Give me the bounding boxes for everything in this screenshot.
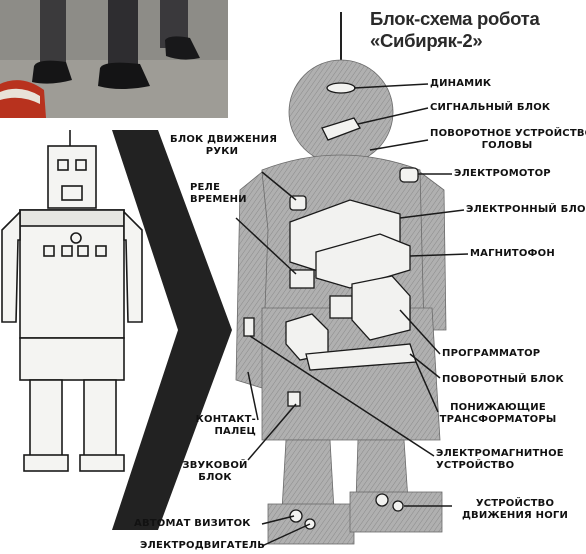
label-programmer: программатор <box>442 348 540 360</box>
label-arm-motion: блок движения руки <box>170 134 274 158</box>
label-leg-motion-line-2: движения ноги <box>454 510 576 522</box>
label-sound-block-line-1: звуковой <box>180 460 250 472</box>
label-speaker: динамик <box>430 78 491 90</box>
label-electronic-block: электронный блок <box>466 204 586 216</box>
label-leg-motion-line-1: устройство <box>454 498 576 510</box>
label-time-relay: реле времени <box>190 182 247 206</box>
label-rotary-block: поворотный блок <box>442 374 564 386</box>
label-time-relay-line-2: времени <box>190 194 247 206</box>
robot-sketch <box>2 130 142 471</box>
label-contact-finger-line-2: палец <box>178 426 256 438</box>
label-transformers-line-1: понижающие <box>432 402 564 414</box>
label-tape-recorder: магнитофон <box>470 248 555 260</box>
label-electromagnetic: электромагнитное устройство <box>436 448 564 472</box>
label-transformers: понижающие трансформаторы <box>432 402 564 426</box>
label-card-automat: автомат визиток <box>134 518 251 530</box>
label-head-rotator-line-2: головы <box>430 140 584 152</box>
label-time-relay-line-1: реле <box>190 182 247 194</box>
label-leg-motion: устройство движения ноги <box>454 498 576 522</box>
title-line-2: «Сибиряк-2» <box>370 30 584 52</box>
label-sound-block: звуковой блок <box>180 460 250 484</box>
label-arm-motion-line-2: руки <box>170 146 274 158</box>
label-contact-finger: контакт- палец <box>178 414 256 438</box>
label-transformers-line-2: трансформаторы <box>432 414 564 426</box>
label-arm-motion-line-1: блок движения <box>170 134 274 146</box>
label-electromagnetic-line-2: устройство <box>436 460 564 472</box>
label-signal-block: сигнальный блок <box>430 102 550 114</box>
title-line-1: Блок-схема робота <box>370 8 584 30</box>
label-electromotor: электромотор <box>454 168 551 180</box>
diagram-title: Блок-схема робота «Сибиряк-2» <box>370 8 584 52</box>
label-sound-block-line-2: блок <box>180 472 250 484</box>
label-electric-motor: электродвигатель <box>140 540 265 552</box>
label-head-rotator-line-1: поворотное устройство <box>430 128 584 140</box>
label-electromagnetic-line-1: электромагнитное <box>436 448 564 460</box>
label-contact-finger-line-1: контакт- <box>178 414 256 426</box>
label-head-rotator: поворотное устройство головы <box>430 128 584 152</box>
